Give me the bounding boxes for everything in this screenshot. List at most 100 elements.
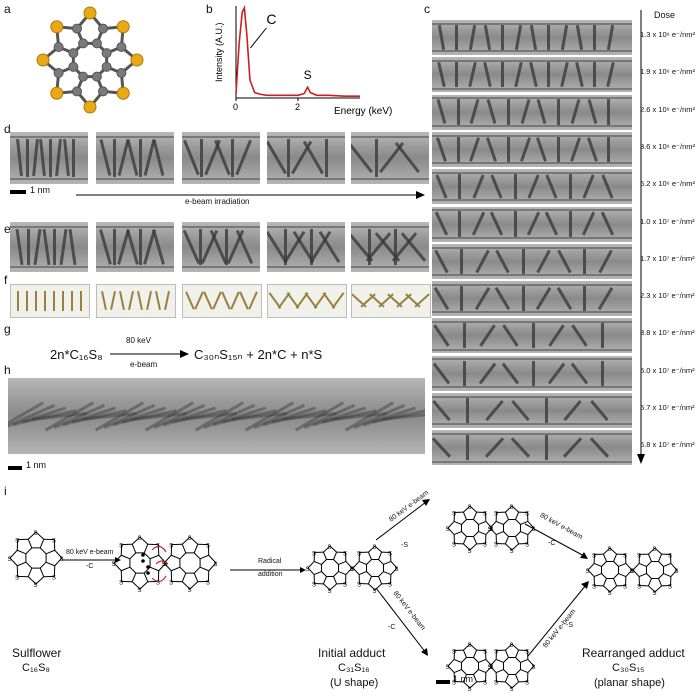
sulfur-label: S bbox=[112, 562, 116, 568]
sulfur-label: S bbox=[675, 569, 679, 575]
dose-value: 5.2 x 10⁶ e⁻/nm² bbox=[640, 179, 695, 189]
tem-frame-e bbox=[10, 222, 88, 272]
step2-loss: addition bbox=[258, 571, 283, 578]
sulfur-label: S bbox=[357, 583, 361, 589]
dose-value: 5.0 x 10⁷ e⁻/nm² bbox=[640, 365, 695, 375]
sulfur-label: S bbox=[452, 681, 456, 687]
dose-value: 1.0 x 10⁷ e⁻/nm² bbox=[640, 216, 695, 226]
sulfur-label: S bbox=[483, 649, 487, 655]
tem-frame-c bbox=[432, 206, 632, 242]
down-arrow1-loss: -C bbox=[388, 624, 396, 631]
sulfur-label: S bbox=[395, 567, 399, 573]
sulfur-label: S bbox=[468, 549, 472, 555]
carbon-atom bbox=[53, 68, 64, 79]
up-arrow2-loss: -C bbox=[548, 540, 556, 547]
sulfur-label: S bbox=[668, 553, 672, 559]
final-adduct-name: Rearranged adduct bbox=[582, 646, 685, 660]
sulfur-label: S bbox=[373, 545, 377, 551]
sulfur-label: S bbox=[630, 569, 634, 575]
model-frame-f bbox=[267, 284, 347, 318]
sulfur-label: S bbox=[592, 585, 596, 591]
sulfur-label: S bbox=[525, 681, 529, 687]
x-axis-label: Energy (keV) bbox=[334, 106, 392, 117]
carbon-atom bbox=[101, 48, 112, 59]
model-frame-f bbox=[182, 284, 262, 318]
sulfur-label: S bbox=[468, 687, 472, 693]
sulfur-atom bbox=[83, 100, 97, 114]
carbon-atom bbox=[98, 86, 109, 97]
sulfur-label: S bbox=[510, 505, 514, 511]
initial-adduct-name: Initial adduct bbox=[318, 646, 386, 660]
carbon-atom bbox=[116, 68, 127, 79]
panel-label-i: i bbox=[4, 484, 7, 498]
step1-label: 80 keV e-beam bbox=[66, 549, 114, 556]
tem-frame-d bbox=[267, 132, 345, 184]
tem-frame-c bbox=[432, 94, 632, 130]
sulfur-label: S bbox=[525, 543, 529, 549]
sulfur-label: S bbox=[494, 681, 498, 687]
carbon-atom bbox=[98, 23, 109, 34]
sulfur-label: S bbox=[608, 547, 612, 553]
sulfur-label: S bbox=[494, 543, 498, 549]
carbon-atom bbox=[78, 71, 89, 82]
sulflower-name: Sulflower bbox=[12, 646, 62, 660]
peak-label: C bbox=[266, 11, 276, 27]
dose-value: 5.7 x 10⁷ e⁻/nm² bbox=[640, 403, 695, 412]
reaction-left: 2n*C₁₆S₈ bbox=[50, 347, 103, 362]
final-adduct-shape: (planar shape) bbox=[594, 677, 665, 689]
up-arrow1-loss: -S bbox=[401, 542, 408, 549]
sulfur-label: S bbox=[488, 665, 492, 671]
scalebar-h bbox=[8, 466, 22, 470]
tem-frame-e bbox=[96, 222, 174, 272]
reaction-above-arrow: 80 keV bbox=[126, 336, 151, 345]
sulfur-label: S bbox=[206, 544, 210, 550]
tem-frame-c bbox=[432, 430, 632, 466]
sulfur-label: S bbox=[343, 551, 347, 557]
sulfur-label: S bbox=[328, 545, 332, 551]
sulflower-formula: C₁₆S₈ bbox=[22, 662, 50, 674]
tem-frame-d bbox=[96, 132, 174, 184]
tem-frame-d bbox=[351, 132, 429, 184]
sulfur-label: S bbox=[637, 553, 641, 559]
sulfur-atom bbox=[83, 6, 97, 20]
irradiation-label: e-beam irradiation bbox=[185, 197, 250, 206]
panel-label-e: e bbox=[4, 222, 11, 236]
sulfur-label: S bbox=[623, 585, 627, 591]
dose-value: 3.6 x 10⁶ e⁻/nm² bbox=[640, 141, 695, 151]
model-frame-f bbox=[351, 284, 431, 318]
initial-adduct-shape: (U shape) bbox=[330, 677, 379, 689]
tem-frame-c bbox=[432, 169, 632, 205]
panel-label-h: h bbox=[4, 363, 11, 377]
carbon-atom bbox=[71, 86, 82, 97]
sulfur-label: S bbox=[468, 643, 472, 649]
panel-label-b: b bbox=[206, 2, 213, 16]
x-tick-label: 0 bbox=[233, 102, 238, 112]
sulfur-label: S bbox=[312, 583, 316, 589]
reaction-arrow bbox=[110, 350, 189, 358]
sulfur-label: S bbox=[637, 585, 641, 591]
irradiation-arrow bbox=[76, 191, 425, 199]
spectrum-series bbox=[235, 4, 360, 97]
dose-value: 1.9 x 10⁶ e⁻/nm² bbox=[640, 67, 695, 77]
tem-frame-e bbox=[182, 222, 260, 272]
final-adduct-formula: C₃₀S₁₅ bbox=[612, 662, 645, 674]
model-frame-f bbox=[96, 284, 176, 318]
tem-frame-d bbox=[182, 132, 260, 184]
sulfur-label: S bbox=[586, 569, 590, 575]
sulfur-label: S bbox=[60, 557, 64, 563]
tem-image-h bbox=[8, 378, 425, 454]
sulfur-label: S bbox=[328, 589, 332, 595]
reaction-below-arrow: e-beam bbox=[130, 360, 158, 369]
sulfur-label: S bbox=[357, 551, 361, 557]
carbon-atom bbox=[68, 61, 79, 72]
sulfur-label: S bbox=[483, 511, 487, 517]
sulfur-label: S bbox=[162, 562, 166, 568]
sulfur-label: S bbox=[653, 591, 657, 597]
panel-label-g: g bbox=[4, 322, 11, 336]
